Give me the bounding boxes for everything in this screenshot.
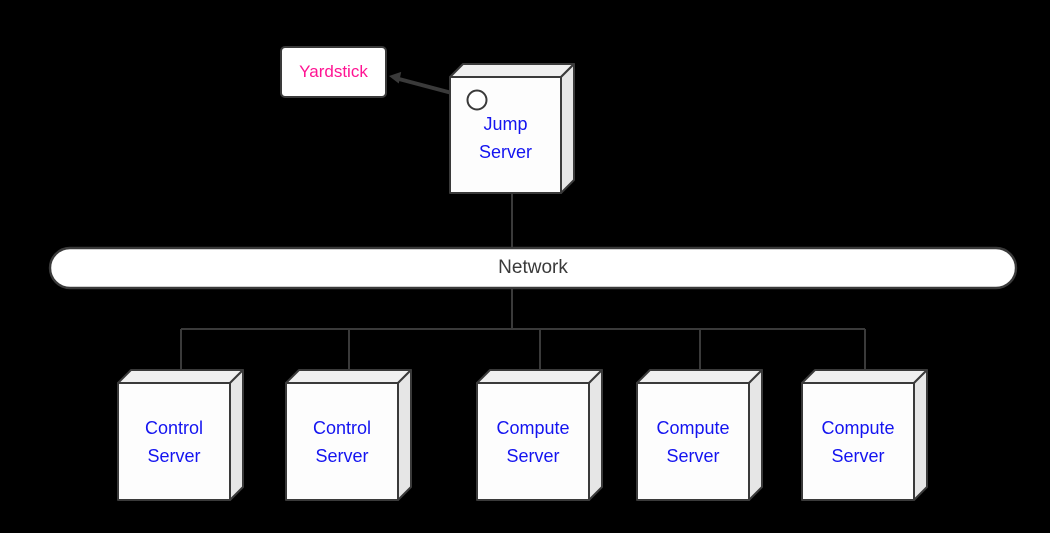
compute-server-3-side-face: [913, 369, 928, 501]
jump-server-box: [449, 63, 575, 194]
compute-server-2-top-face: [636, 369, 763, 384]
jump-server-side-face: [560, 63, 575, 194]
arrow-head: [389, 71, 402, 84]
jump-server-port-circle: [466, 89, 488, 111]
compute-server-3-front-face: [801, 382, 915, 501]
jump-server-front-face: [449, 76, 562, 194]
control-server-2-box: [285, 369, 412, 501]
control-server-2-top-face: [285, 369, 412, 384]
control-server-1-box: [117, 369, 244, 501]
control-server-1-top-face: [117, 369, 244, 384]
jump-server-top-face: [449, 63, 575, 78]
compute-server-1-front-face: [476, 382, 590, 501]
control-server-1-front-face: [117, 382, 231, 501]
compute-server-2-box: [636, 369, 763, 501]
compute-server-3-box: [801, 369, 928, 501]
yardstick-box: [280, 46, 387, 98]
compute-server-1-top-face: [476, 369, 603, 384]
control-server-1-side-face: [229, 369, 244, 501]
compute-server-3-top-face: [801, 369, 928, 384]
compute-server-1-side-face: [588, 369, 603, 501]
control-server-2-front-face: [285, 382, 399, 501]
compute-server-2-front-face: [636, 382, 750, 501]
network-pill: [48, 246, 1018, 290]
control-server-2-side-face: [397, 369, 412, 501]
compute-server-1-box: [476, 369, 603, 501]
compute-server-2-side-face: [748, 369, 763, 501]
